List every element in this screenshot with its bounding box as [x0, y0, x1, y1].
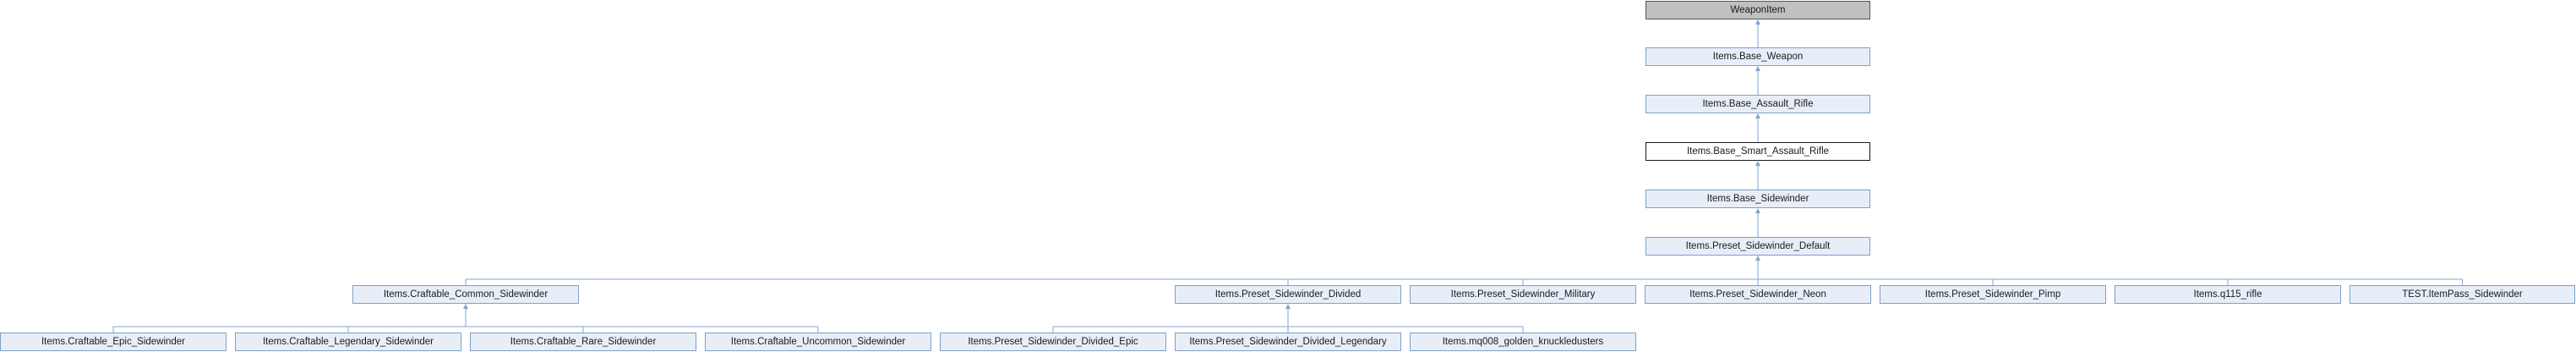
edge-arrowhead — [463, 304, 468, 309]
edge-arrowhead — [1755, 161, 1760, 166]
node-preset-sidewinder-default[interactable]: Items.Preset_Sidewinder_Default — [1645, 237, 1870, 256]
node-mq008-golden-knuckledusters[interactable]: Items.mq008_golden_knuckledusters — [1410, 333, 1636, 351]
edge-arrowhead — [1755, 256, 1760, 261]
node-base-smart-assault-rifle[interactable]: Items.Base_Smart_Assault_Rifle — [1645, 142, 1870, 161]
node-q115-rifle[interactable]: Items.q115_rifle — [2115, 285, 2341, 304]
node-craftable-uncommon-sidewinder[interactable]: Items.Craftable_Uncommon_Sidewinder — [705, 333, 931, 351]
node-base-assault-rifle[interactable]: Items.Base_Assault_Rifle — [1645, 95, 1870, 113]
node-craftable-legendary-sidewinder[interactable]: Items.Craftable_Legendary_Sidewinder — [235, 333, 461, 351]
node-weapon-item[interactable]: WeaponItem — [1645, 1, 1870, 19]
node-base-weapon[interactable]: Items.Base_Weapon — [1645, 47, 1870, 66]
edge-arrowhead — [1755, 19, 1760, 25]
node-preset-sidewinder-neon[interactable]: Items.Preset_Sidewinder_Neon — [1645, 285, 1871, 304]
edge-arrowhead — [1755, 113, 1760, 118]
node-preset-sidewinder-divided-legendary[interactable]: Items.Preset_Sidewinder_Divided_Legendar… — [1175, 333, 1401, 351]
node-base-sidewinder[interactable]: Items.Base_Sidewinder — [1645, 190, 1870, 208]
node-craftable-common-sidewinder[interactable]: Items.Craftable_Common_Sidewinder — [352, 285, 579, 304]
node-preset-sidewinder-military[interactable]: Items.Preset_Sidewinder_Military — [1410, 285, 1636, 304]
node-preset-sidewinder-divided-epic[interactable]: Items.Preset_Sidewinder_Divided_Epic — [940, 333, 1166, 351]
node-preset-sidewinder-pimp[interactable]: Items.Preset_Sidewinder_Pimp — [1880, 285, 2106, 304]
node-test-itempass-sidewinder[interactable]: TEST.ItemPass_Sidewinder — [2350, 285, 2575, 304]
edge-arrowhead — [1755, 66, 1760, 71]
edge-arrowhead — [1285, 304, 1291, 309]
edge-arrowhead — [1755, 208, 1760, 213]
node-preset-sidewinder-divided[interactable]: Items.Preset_Sidewinder_Divided — [1175, 285, 1401, 304]
node-craftable-rare-sidewinder[interactable]: Items.Craftable_Rare_Sidewinder — [470, 333, 696, 351]
node-craftable-epic-sidewinder[interactable]: Items.Craftable_Epic_Sidewinder — [0, 333, 226, 351]
